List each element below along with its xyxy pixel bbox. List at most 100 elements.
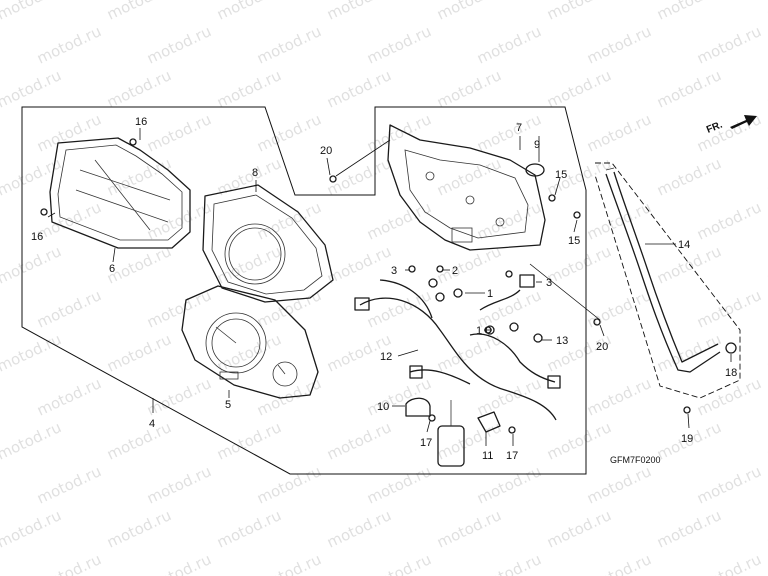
- wire-harness: [354, 274, 561, 421]
- watermark-text: motod.ru: [544, 66, 614, 111]
- watermark-text: motod.ru: [474, 22, 544, 67]
- watermark-text: motod.ru: [364, 550, 434, 576]
- watermark-text: motod.ru: [0, 66, 64, 111]
- watermark-text: motod.ru: [214, 66, 284, 111]
- watermark-text: motod.ru: [214, 330, 284, 375]
- watermark-text: motod.ru: [0, 242, 64, 287]
- callout-4: 4: [149, 418, 155, 430]
- watermark-text: motod.ru: [584, 198, 654, 243]
- callout-13: 13: [556, 335, 568, 347]
- watermark-text: motod.ru: [324, 66, 394, 111]
- meter-bracket: [387, 124, 546, 251]
- callout-8: 8: [252, 167, 258, 179]
- callout-19: 19: [681, 433, 693, 445]
- watermark-text: motod.ru: [434, 0, 504, 24]
- watermark-text: motod.ru: [584, 22, 654, 67]
- watermark-text: motod.ru: [764, 242, 768, 287]
- watermark-text: motod.ru: [34, 198, 104, 243]
- watermark-text: motod.ru: [254, 462, 324, 507]
- callout-15: 15: [568, 235, 580, 247]
- callout-15: 15: [555, 169, 567, 181]
- watermark-text: motod.ru: [214, 506, 284, 551]
- watermark-text: motod.ru: [104, 0, 174, 24]
- watermark-text: motod.ru: [434, 418, 504, 463]
- watermark-text: motod.ru: [0, 330, 64, 375]
- callout-labels: 16 16 6 8 5 4 20 7 9 15 15 3 2 1 3 1 13 …: [31, 116, 737, 462]
- callout-1: 1: [476, 325, 482, 337]
- callout-6: 6: [109, 263, 115, 275]
- watermark-text: motod.ru: [324, 506, 394, 551]
- callout-9: 9: [534, 139, 540, 151]
- callout-17: 17: [420, 437, 432, 449]
- callout-3: 3: [391, 265, 397, 277]
- watermark-text: motod.ru: [364, 198, 434, 243]
- watermark-text: motod.ru: [544, 0, 614, 24]
- watermark-text: motod.ru: [34, 286, 104, 331]
- callout-18: 18: [725, 367, 737, 379]
- watermark-text: motod.ru: [474, 462, 544, 507]
- watermark-text: motod.ru: [144, 462, 214, 507]
- watermark-text: motod.ru: [254, 286, 324, 331]
- watermark-text: motod.ru: [214, 154, 284, 199]
- grommet: [525, 163, 545, 177]
- callout-14: 14: [678, 239, 690, 251]
- watermark-text: motod.ru: [584, 286, 654, 331]
- watermark-text: motod.ru: [584, 374, 654, 419]
- watermark-text: motod.ru: [34, 374, 104, 419]
- watermark-text: motod.ru: [34, 462, 104, 507]
- meter-assembly: [181, 285, 319, 399]
- watermark-text: motod.ru: [254, 22, 324, 67]
- washer: [725, 342, 737, 354]
- watermark-text: motod.ru: [0, 506, 64, 551]
- watermark-text: motod.ru: [764, 506, 768, 551]
- meter-lens-cover: [49, 137, 191, 249]
- callout-7: 7: [516, 122, 522, 134]
- watermark-text: motod.ru: [694, 462, 764, 507]
- watermark-text: motod.ru: [434, 154, 504, 199]
- watermark-text: motod.ru: [104, 418, 174, 463]
- callout-2: 2: [452, 265, 458, 277]
- watermark-text: motod.ru: [584, 550, 654, 576]
- watermark-text: motod.ru: [764, 154, 768, 199]
- watermark-text: motod.ru: [104, 66, 174, 111]
- watermark-text: motod.ru: [34, 110, 104, 155]
- watermark-text: motod.ru: [544, 242, 614, 287]
- callout-12: 12: [380, 351, 392, 363]
- callout-16: 16: [135, 116, 147, 128]
- watermark-text: motod.ru: [694, 374, 764, 419]
- watermark-text: motod.ru: [34, 550, 104, 576]
- watermark-text: motod.ru: [104, 506, 174, 551]
- watermark-text: motod.ru: [144, 22, 214, 67]
- watermark-text: motod.ru: [364, 462, 434, 507]
- watermark-text: motod.ru: [144, 110, 214, 155]
- watermark-text: motod.ru: [764, 66, 768, 111]
- watermark-text: motod.ru: [694, 198, 764, 243]
- callout-17: 17: [506, 450, 518, 462]
- watermark-text: motod.ru: [214, 418, 284, 463]
- watermark-text: motod.ru: [144, 286, 214, 331]
- watermark-text: motod.ru: [584, 110, 654, 155]
- watermark-text: motod.ru: [254, 198, 324, 243]
- watermark-text: motod.ru: [364, 22, 434, 67]
- harness-clamp: [405, 397, 431, 417]
- watermark-text: motod.ru: [654, 66, 724, 111]
- watermark-text: motod.ru: [104, 154, 174, 199]
- watermark-text: motod.ru: [144, 550, 214, 576]
- callout-20: 20: [596, 341, 608, 353]
- watermark-text: motod.ru: [654, 154, 724, 199]
- bulb-socket: [437, 400, 465, 467]
- watermark-text: motod.ru: [364, 286, 434, 331]
- watermark-text: motod.ru: [584, 462, 654, 507]
- watermark-text: motod.ru: [214, 0, 284, 24]
- watermark-text: motod.ru: [434, 66, 504, 111]
- front-arrow-icon: [730, 115, 757, 129]
- callout-11: 11: [482, 450, 493, 462]
- watermark-text: motod.ru: [694, 550, 764, 576]
- watermark-text: motod.ru: [364, 374, 434, 419]
- assembly-boundary: [21, 106, 587, 475]
- callout-10: 10: [377, 401, 389, 413]
- watermark-text: motod.ru: [34, 22, 104, 67]
- watermark-text: motod.ru: [694, 286, 764, 331]
